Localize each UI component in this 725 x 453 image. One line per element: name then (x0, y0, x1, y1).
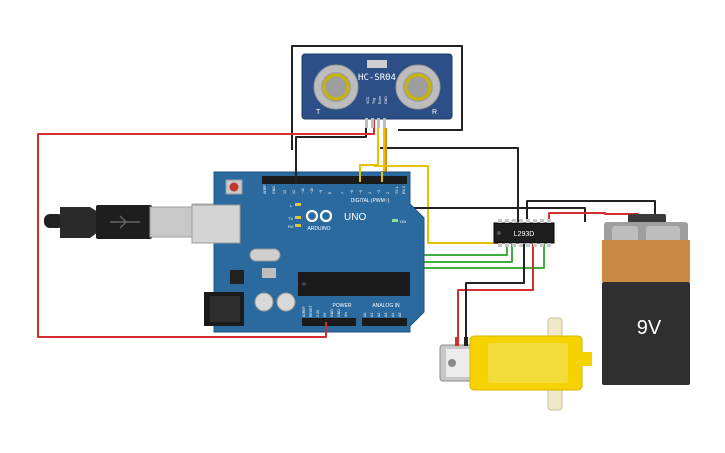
svg-text:~5: ~5 (359, 190, 363, 194)
wire-5v-loop[interactable] (37, 120, 375, 338)
svg-text:Trig: Trig (372, 98, 376, 104)
svg-text:13: 13 (283, 190, 287, 194)
svg-text:Vin: Vin (344, 312, 348, 317)
svg-text:GND: GND (384, 96, 388, 104)
svg-text:VCC: VCC (366, 96, 370, 104)
capacitor-2 (276, 292, 296, 312)
svg-text:GND: GND (272, 186, 276, 194)
svg-text:8: 8 (328, 192, 332, 194)
svg-text:A2: A2 (377, 313, 381, 317)
uno-logo-text: UNO (344, 212, 366, 223)
svg-text:IOREF: IOREF (302, 306, 306, 317)
analog-label: ANALOG IN (372, 303, 400, 309)
svg-text:A0: A0 (363, 313, 367, 317)
sensor-left-mark: T (316, 109, 321, 116)
power-header (302, 318, 356, 326)
svg-text:~10: ~10 (310, 188, 314, 194)
wire-sensor-gnd-frame[interactable] (291, 45, 463, 150)
svg-text:RESET: RESET (309, 304, 313, 317)
capacitor-1 (254, 292, 274, 312)
wire-tips (295, 165, 383, 332)
svg-text:A4: A4 (391, 313, 395, 317)
led-labels: L TX RX (288, 203, 294, 229)
crystal (249, 248, 281, 262)
svg-text:5V: 5V (323, 312, 327, 317)
svg-text:12: 12 (292, 190, 296, 194)
svg-text:~9: ~9 (319, 190, 323, 194)
microcontroller-chip (298, 272, 410, 296)
sensor-pin-labels: VCC Trig Echo GND (366, 96, 388, 104)
ultrasonic-sensor[interactable]: HC-SR04 T R VCC Trig Echo GND (301, 53, 453, 128)
svg-text:TX 1: TX 1 (395, 186, 399, 194)
wire-gnd-to-driver[interactable] (380, 147, 519, 222)
svg-text:A1: A1 (370, 313, 374, 317)
sensor-pins (365, 118, 386, 128)
svg-text:A5: A5 (398, 313, 402, 317)
sensor-model-label: HC-SR04 (358, 73, 396, 83)
top-pin-labels: AREF GND 13 12 ~11 ~10 ~9 8 7 ~6 ~5 4 ~3… (263, 184, 406, 194)
svg-text:2: 2 (386, 192, 390, 194)
wire-motor-black[interactable] (465, 244, 525, 345)
arduino-logo-icon (305, 209, 333, 223)
svg-text:TX: TX (288, 216, 293, 221)
wire-motor-red[interactable] (457, 244, 534, 345)
svg-text:4: 4 (368, 192, 372, 194)
battery-label: 9V (637, 317, 662, 339)
svg-text:~6: ~6 (350, 190, 354, 194)
on-label: ON (400, 219, 406, 224)
power-label: POWER (333, 303, 352, 309)
motor-driver-chip[interactable]: L293D (493, 219, 555, 247)
analog-pin-labels: A0 A1 A2 A3 A4 A5 (363, 313, 402, 317)
wire-driver-battery-black[interactable] (526, 200, 656, 222)
svg-text:7: 7 (341, 192, 345, 194)
dc-gear-motor[interactable] (439, 317, 592, 411)
svg-text:3.3V: 3.3V (316, 309, 320, 317)
wire-driver-battery-red[interactable] (548, 212, 639, 222)
wire-sensor-gnd[interactable] (295, 128, 367, 180)
svg-text:Echo: Echo (378, 96, 382, 104)
power-pin-labels: IOREF RESET 3.3V 5V GND GND Vin (302, 304, 348, 317)
svg-text:RX: RX (288, 224, 294, 229)
svg-text:GND: GND (330, 309, 334, 317)
svg-text:L: L (290, 203, 293, 208)
svg-text:~3: ~3 (377, 190, 381, 194)
digital-label: DIGITAL (PWM~) (351, 198, 390, 204)
sensor-right-mark: R (432, 109, 437, 116)
digital-header (262, 176, 407, 184)
arduino-brand: ARDUINO (307, 226, 330, 232)
battery-9v[interactable]: 9V (602, 214, 690, 385)
svg-text:RX 0: RX 0 (402, 186, 406, 194)
svg-text:AREF: AREF (263, 184, 267, 194)
driver-label: L293D (514, 231, 535, 238)
analog-header (362, 318, 407, 326)
wire-driver-top-black[interactable] (400, 207, 586, 222)
svg-text:~11: ~11 (301, 188, 305, 194)
svg-text:A3: A3 (384, 313, 388, 317)
svg-text:GND: GND (337, 309, 341, 317)
arduino-uno-board[interactable]: AREF GND 13 12 ~11 ~10 ~9 8 7 ~6 ~5 4 ~3… (191, 171, 425, 333)
